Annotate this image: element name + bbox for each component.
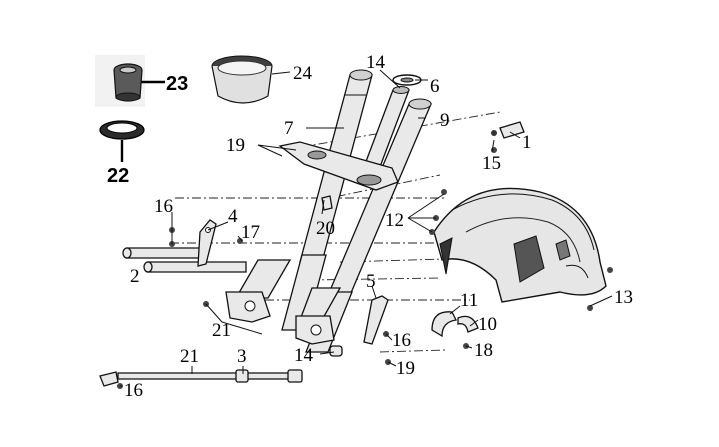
bolt-1-part xyxy=(491,121,525,139)
callout-3: 3 xyxy=(237,346,247,367)
oil-seal-part xyxy=(95,55,145,107)
callout-5: 5 xyxy=(366,271,376,292)
callout-23: 23 xyxy=(166,73,188,95)
callout-18: 19 xyxy=(396,358,415,379)
washer-part xyxy=(392,74,422,86)
callout-22: 22 xyxy=(107,165,129,187)
callout-16-middle: 16 xyxy=(392,330,411,351)
callout-19-upper: 19 xyxy=(226,135,245,156)
axle-part xyxy=(122,247,247,273)
callout-9: 6 xyxy=(430,76,440,97)
callout-13: 14 xyxy=(294,345,314,366)
callout-24: 24 xyxy=(293,63,313,84)
bushing-part xyxy=(211,55,273,104)
bracket-5-part xyxy=(363,295,389,345)
brake-line-part xyxy=(99,369,303,387)
callout-14-lower: 13 xyxy=(614,287,633,308)
clamp-part xyxy=(431,311,479,338)
lower-fork-right xyxy=(295,287,343,357)
callout-7: 11 xyxy=(460,290,478,311)
bracket-4-part xyxy=(197,219,217,267)
lower-fork-left xyxy=(225,259,292,323)
leader-lines xyxy=(120,69,613,387)
callout-labels: 23 22 24 14 6 7 9 19 20 1 15 12 13 16 4 … xyxy=(107,52,633,401)
callout-14-upper: 12 xyxy=(385,210,404,231)
front-fender-part xyxy=(433,187,607,303)
callout-20: 21 xyxy=(212,320,231,341)
triple-clamp xyxy=(278,141,399,211)
callout-15: 15 xyxy=(482,153,501,174)
callout-6: 10 xyxy=(478,314,497,335)
callout-16-upper: 16 xyxy=(154,196,173,217)
callout-19-lower: 20 xyxy=(316,218,335,239)
callout-17-lower: 18 xyxy=(474,340,493,361)
callout-16-lower: 16 xyxy=(124,380,143,401)
callout-17-upper: 17 xyxy=(241,222,260,243)
callout-21: 21 xyxy=(180,346,199,367)
ring-part xyxy=(99,120,145,140)
callout-12: 14 xyxy=(366,52,386,73)
callout-2: 2 xyxy=(130,266,140,287)
callout-4: 4 xyxy=(228,206,238,227)
callout-1: 1 xyxy=(522,132,532,153)
callout-10: 7 xyxy=(284,118,294,139)
callout-11: 9 xyxy=(440,110,450,131)
